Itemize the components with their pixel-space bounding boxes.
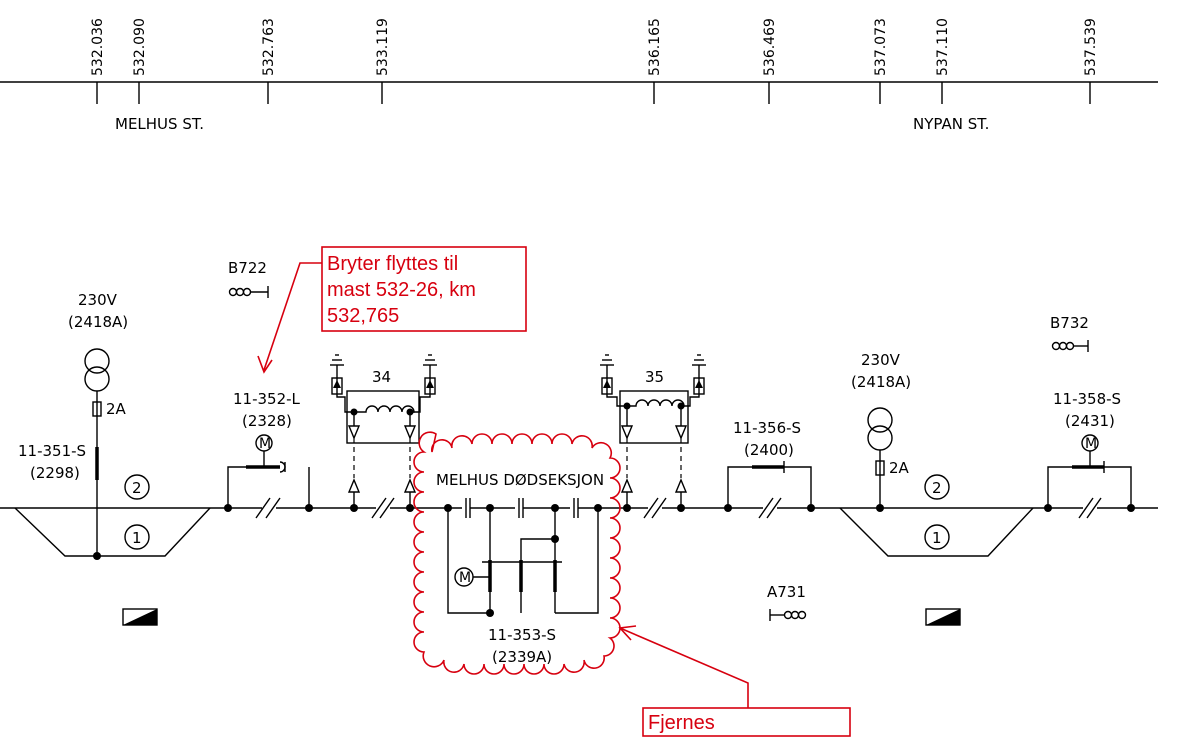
move-note-line: 532,765 <box>327 305 399 327</box>
transformer-voltage: 230V <box>861 351 901 369</box>
station-nypan: NYPAN ST. <box>913 115 989 133</box>
switch-356: 11-356-S (2400) <box>724 419 815 512</box>
switch-353-id: (2339A) <box>492 648 552 666</box>
svg-text:A731: A731 <box>767 583 806 601</box>
switch-351-name: 11-351-S <box>18 442 86 460</box>
switch-351-id: (2298) <box>30 464 80 482</box>
fuse-label: 2A <box>889 459 910 477</box>
dead-section-label: MELHUS DØDSEKSJON <box>436 471 604 489</box>
signal-b732: B732 <box>1050 314 1089 352</box>
fuse-label: 2A <box>106 400 127 418</box>
dead-section: MELHUS DØDSEKSJON M 11-353-S (2339A) <box>436 471 604 666</box>
transformer-voltage: 230V <box>78 291 118 309</box>
coil-35: 35 <box>600 354 706 512</box>
switch-358-id: (2431) <box>1065 412 1115 430</box>
motor-symbol: M <box>459 570 471 586</box>
revision-cloud <box>413 431 621 675</box>
move-note: Bryter flyttes til mast 532-26, km 532,7… <box>257 246 527 374</box>
motor-symbol: M <box>1085 436 1097 452</box>
track-number: 1 <box>132 529 142 547</box>
remove-note: Fjernes <box>618 625 851 737</box>
km-label: 532.036 <box>90 18 106 76</box>
signal-b722: B722 <box>228 259 269 298</box>
svg-text:B722: B722 <box>228 259 267 277</box>
track-number: 2 <box>932 479 942 497</box>
km-label: 532.763 <box>261 18 277 76</box>
km-label: 537.110 <box>935 18 951 76</box>
km-label: 537.073 <box>873 18 889 76</box>
switch-352: 11-352-L (2328) M <box>224 390 313 512</box>
transformer-id: (2418A) <box>851 373 911 391</box>
section-board-right <box>925 608 961 626</box>
move-note-line: mast 532-26, km <box>327 279 476 301</box>
km-label: 532.090 <box>132 18 148 76</box>
km-label: 536.469 <box>762 18 778 76</box>
transformer-id: (2418A) <box>68 313 128 331</box>
motor-symbol: M <box>259 436 271 452</box>
section-board-left <box>122 608 158 626</box>
km-axis: 532.036 532.090 532.763 533.119 536.165 … <box>0 18 1158 104</box>
svg-text:35: 35 <box>645 368 664 386</box>
move-note-line: Bryter flyttes til <box>327 253 458 275</box>
remove-note-text: Fjernes <box>648 712 715 734</box>
left-station-track: 2 1 <box>14 474 211 560</box>
right-transformer: 230V (2418A) 2A <box>851 351 911 508</box>
signal-a731: A731 <box>767 583 807 621</box>
left-transformer: 230V (2418A) 2A 11-351-S (2298) <box>18 291 128 556</box>
switch-358-name: 11-358-S <box>1053 390 1121 408</box>
km-label: 536.165 <box>647 18 663 76</box>
station-melhus: MELHUS ST. <box>115 115 204 133</box>
switch-356-id: (2400) <box>744 441 794 459</box>
svg-text:B732: B732 <box>1050 314 1089 332</box>
km-label: 533.119 <box>375 18 391 76</box>
track-number: 1 <box>932 529 942 547</box>
track-number: 2 <box>132 479 142 497</box>
switch-352-name: 11-352-L <box>233 390 301 408</box>
right-station-track: 2 1 <box>839 474 1034 557</box>
switch-358: 11-358-S (2431) M <box>1044 390 1135 512</box>
svg-text:34: 34 <box>372 368 391 386</box>
main-line <box>0 497 1158 519</box>
switch-353-name: 11-353-S <box>488 626 556 644</box>
switch-356-name: 11-356-S <box>733 419 801 437</box>
switch-352-id: (2328) <box>242 412 292 430</box>
km-label: 537.539 <box>1083 18 1099 76</box>
coil-34: 34 <box>330 354 437 512</box>
